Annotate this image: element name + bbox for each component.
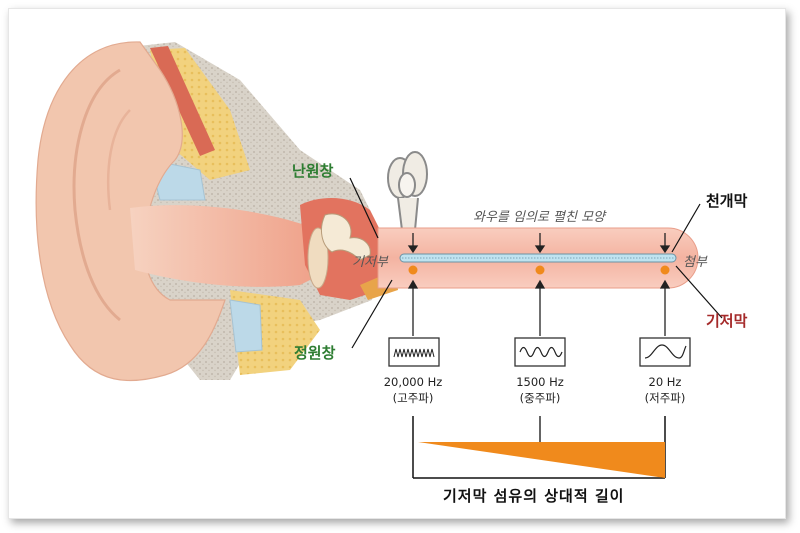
label-apex: 첨부 (683, 255, 707, 270)
label-oval-window: 난원창 (292, 162, 334, 180)
bottom-caption: 기저막 섬유의 상대적 길이 (443, 487, 625, 505)
leader-round-window (351, 279, 393, 349)
resonance-dot-mid (535, 265, 545, 275)
freq-high: 20,000 Hz (고주파) (368, 374, 458, 406)
pinna-fold (72, 68, 121, 322)
leader-tectorial (671, 203, 701, 253)
label-base: 기저부 (352, 255, 388, 270)
wave-box-low (639, 337, 691, 367)
wave-box-high (388, 337, 440, 367)
label-basilar-membrane: 기저막 (706, 312, 748, 330)
freq-low-hz: 20 Hz (648, 375, 682, 389)
freq-low: 20 Hz (저주파) (620, 374, 710, 406)
leader-oval-window (349, 177, 379, 239)
freq-high-desc: (고주파) (392, 391, 434, 405)
cartilage-lower (229, 299, 263, 353)
freq-mid: 1500 Hz (중주파) (495, 374, 585, 406)
muscle-band (150, 46, 215, 156)
freq-mid-hz: 1500 Hz (516, 375, 564, 389)
resonance-dot-low (660, 265, 670, 275)
wave-box-mid (514, 337, 566, 367)
ossicles (321, 213, 371, 261)
freq-high-hz: 20,000 Hz (383, 375, 443, 389)
semicircular-canals (387, 151, 428, 231)
pressure-arrows (407, 233, 671, 254)
label-tectorial-membrane: 천개막 (706, 192, 748, 210)
freq-mid-desc: (중주파) (519, 391, 561, 405)
eardrum (307, 227, 329, 289)
frequency-arrows (407, 279, 671, 336)
label-uncoiled-caption: 와우를 임의로 펼친 모양 (473, 210, 605, 225)
label-round-window: 정원창 (294, 344, 336, 362)
pinna-inner (106, 109, 131, 211)
resonance-dot-high (408, 265, 418, 275)
leader-basilar (675, 265, 723, 319)
freq-low-desc: (저주파) (644, 391, 686, 405)
basilar-width-wedge (418, 442, 665, 478)
ear-canal (130, 205, 330, 287)
